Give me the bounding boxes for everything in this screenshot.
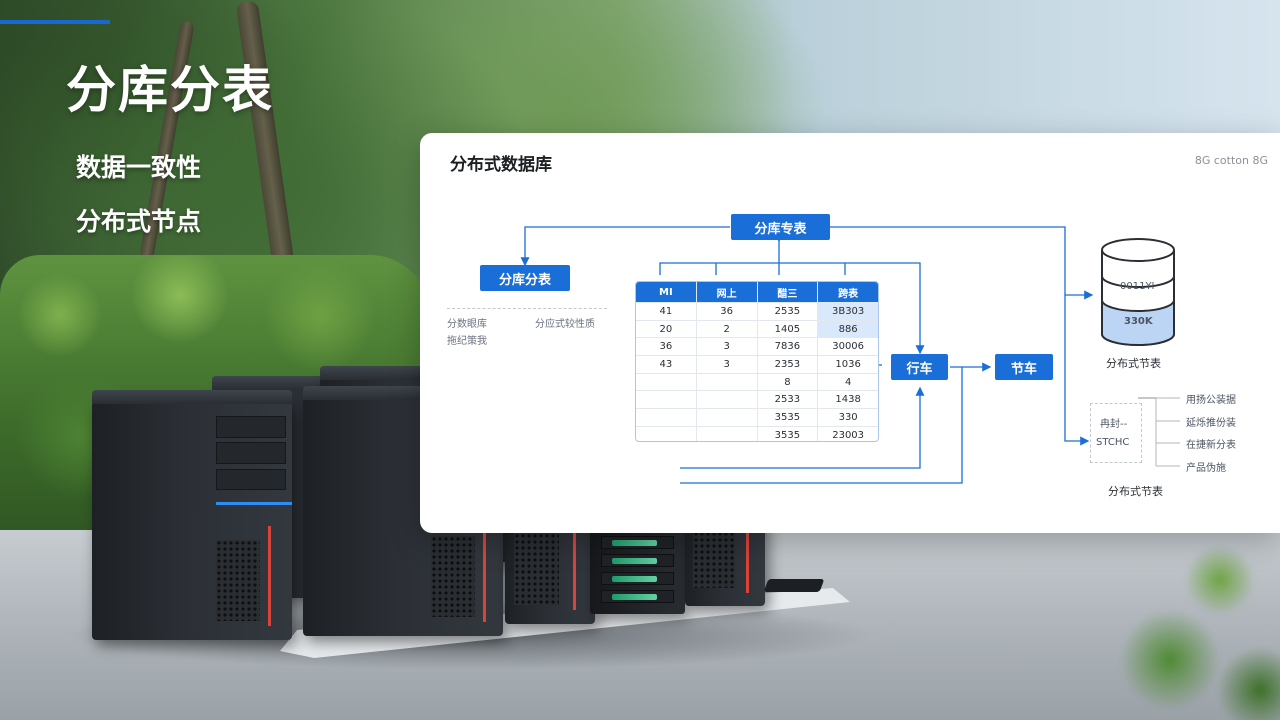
table-cell: 7836 (756, 338, 818, 356)
table-cell (636, 374, 696, 391)
notes-frame (447, 308, 607, 348)
legend-item: 产品伪施 (1186, 463, 1226, 474)
cylinder-label-bottom: 330K (1124, 316, 1153, 327)
table-cell (636, 427, 696, 441)
bullet-item: 分布式节点 (76, 207, 202, 236)
table-cell: 41 (659, 305, 673, 317)
table-cell (695, 409, 757, 426)
legend-caption: 分布式节表 (1108, 485, 1163, 498)
note-item: 分应式较性质 (535, 319, 595, 330)
table-cell: 3 (695, 338, 757, 356)
rack-drive-slot (601, 590, 674, 603)
table-cell: 3 (695, 356, 757, 373)
table-header: MI 网上 醋三 跨表 (636, 282, 878, 302)
column-header: 跨表 (817, 282, 878, 302)
table-cell (636, 391, 696, 408)
table-cell: 2533 (756, 391, 818, 409)
note-item: 拖纪策我 (447, 336, 487, 347)
table-cell: 20 (659, 323, 673, 335)
rack-drive-slot (601, 536, 674, 549)
panel-title: 分布式数据库 (450, 155, 552, 175)
legend-left-label: STCHC (1096, 437, 1130, 448)
table-cell: 1438 (817, 391, 878, 409)
diagram-panel: 分布式数据库 8G cotton 8G (420, 133, 1280, 533)
database-cylinder-icon (1101, 238, 1175, 346)
legend-left-label: 冉封-- (1100, 419, 1128, 430)
legend-frame (1090, 403, 1142, 463)
rack-drive-slot (601, 572, 674, 585)
table-cell: 330 (817, 409, 878, 426)
table-cell: 3B303 (817, 303, 878, 320)
diagram-connectors (520, 226, 1180, 484)
node-storage-box: 节车 (995, 354, 1053, 380)
table-cell: 36 (659, 341, 673, 353)
table-cell: 30006 (817, 338, 878, 356)
table-cell (695, 426, 757, 441)
table-cell: 3535 (756, 426, 818, 441)
slide-title: 分库分表 (66, 61, 274, 119)
cylinder-caption: 分布式节表 (1106, 357, 1161, 370)
table-cell: 8 (756, 373, 818, 391)
table-cell: 2353 (756, 356, 818, 373)
title-accent-bar (0, 20, 110, 24)
table-cell (695, 391, 757, 409)
table-cell: 36 (695, 303, 757, 320)
node-top-box: 分库专表 (731, 214, 830, 240)
notes-right: 分应式较性质 (535, 316, 595, 333)
table-cell: 2 (695, 320, 757, 338)
phone-device (763, 579, 825, 592)
table-cell: 1036 (817, 356, 878, 373)
table-cell: 23003 (817, 426, 878, 441)
bullet-item: 数据一致性 (76, 153, 202, 182)
node-left-box: 分库分表 (480, 265, 570, 291)
legend-item: 延烁推份装 (1186, 418, 1236, 429)
legend-item: 在捷新分表 (1186, 440, 1236, 451)
notes-left: 分数眼库 拖纪策我 (447, 316, 487, 350)
table-cell (636, 409, 696, 426)
foreground-plant (1050, 540, 1280, 720)
table-cell: 3535 (756, 409, 818, 426)
legend-item: 用扬公装据 (1186, 395, 1236, 406)
tree-trunk (235, 0, 297, 281)
column-header: 网上 (695, 282, 757, 302)
server-tower (92, 390, 292, 640)
table-cell: 2535 (756, 303, 818, 320)
note-item: 分数眼库 (447, 319, 487, 330)
rack-drive-slot (601, 554, 674, 567)
cylinder-label-top: 0011YI (1120, 281, 1155, 292)
table-cell: 4 (817, 373, 878, 391)
table-cell: 886 (817, 320, 878, 338)
table-cell: 43 (659, 358, 673, 370)
table-cell (695, 373, 757, 391)
column-header: MI (659, 286, 673, 298)
panel-tag: 8G cotton 8G (1194, 154, 1268, 167)
column-header: 醋三 (756, 282, 818, 302)
table-cell: 1405 (756, 320, 818, 338)
node-row-box: 行车 (891, 354, 948, 380)
